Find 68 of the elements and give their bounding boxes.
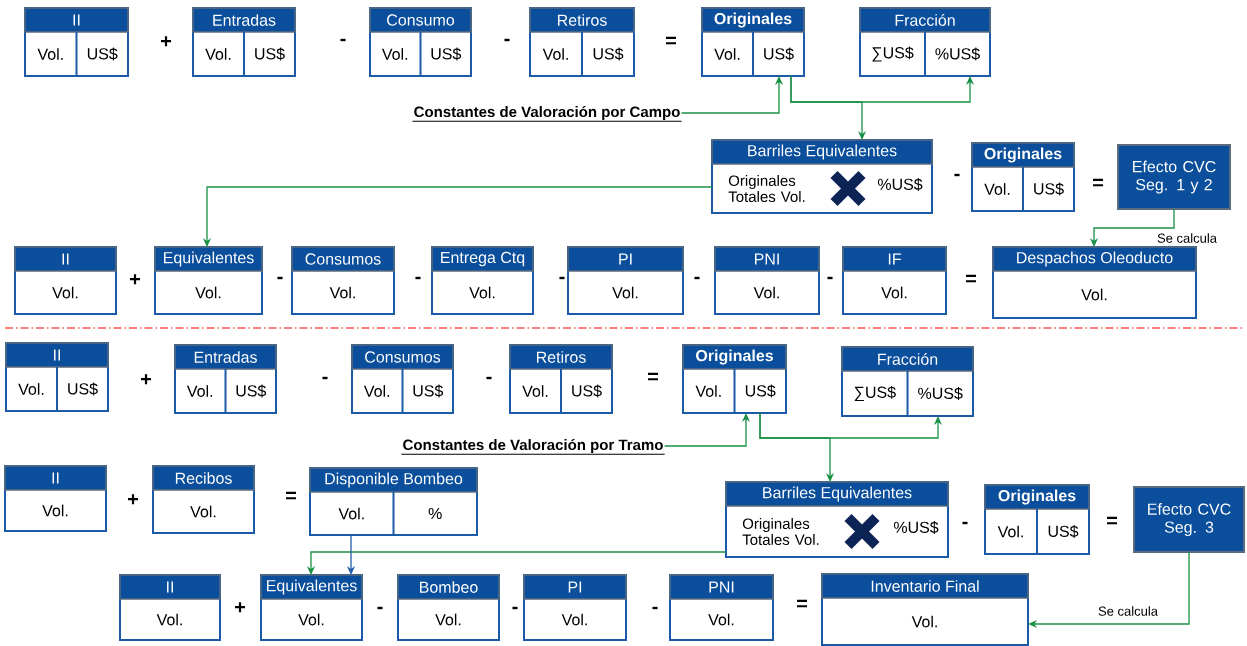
underlined-heading: Constantes de Valoración por Campo xyxy=(411,105,683,122)
value-table: Fracción ∑US$ %US$ xyxy=(841,346,974,417)
value-table: Fracción ∑US$ %US$ xyxy=(859,7,991,77)
value-table: PNI Vol. xyxy=(714,246,820,315)
value-table: II Vol. xyxy=(4,465,107,532)
value-table: Consumo Vol. US$ xyxy=(369,7,472,77)
operator-sign: = xyxy=(286,491,296,500)
operator-sign: - xyxy=(322,376,328,380)
value-table: IF Vol. xyxy=(842,246,947,315)
underlined-heading: Constantes de Valoración por Tramo xyxy=(400,438,666,455)
value-table: Despachos Oleoducto Vol. xyxy=(992,246,1197,319)
value-table: Originales Vol. US$ xyxy=(701,7,805,77)
operator-sign: - xyxy=(377,606,383,610)
operator-sign: - xyxy=(962,521,968,525)
value-table: Consumos Vol. US$ xyxy=(351,344,454,414)
value-table: Equivalentes Vol. xyxy=(154,246,263,315)
value-table: Originales Vol. US$ xyxy=(971,142,1075,212)
value-table: Retiros Vol. US$ xyxy=(529,7,635,77)
arrow xyxy=(790,75,867,140)
value-table: Equivalentes Vol. xyxy=(260,574,363,641)
value-table: II Vol. US$ xyxy=(5,342,109,412)
operator-sign: - xyxy=(277,276,283,280)
value-table: Entradas Vol. US$ xyxy=(174,344,277,414)
operator-sign: = xyxy=(1107,516,1118,525)
operator-sign: + xyxy=(130,274,141,285)
operator-sign: - xyxy=(340,38,346,42)
operator-sign: = xyxy=(797,599,807,608)
operator-sign: - xyxy=(486,376,492,380)
operator-sign: + xyxy=(141,374,152,385)
operator-sign: - xyxy=(827,276,833,280)
value-table: II Vol. xyxy=(119,574,221,641)
value-table: PI Vol. xyxy=(523,574,627,641)
result-box: Efecto CVC Seg. 1 y 2 xyxy=(1117,144,1231,210)
value-table: PNI Vol. xyxy=(669,574,774,641)
arrow xyxy=(1028,551,1190,629)
value-table: II Vol. xyxy=(14,246,117,315)
operator-sign: - xyxy=(559,276,565,280)
operator-sign: - xyxy=(652,606,658,610)
value-table: Entradas Vol. US$ xyxy=(192,7,296,77)
operator-sign: - xyxy=(415,276,421,280)
value-table: Entrega Ctq Vol. xyxy=(431,246,534,315)
value-table: PI Vol. xyxy=(567,246,684,315)
value-table: II Vol. US$ xyxy=(24,7,129,77)
operator-sign: = xyxy=(966,274,976,283)
value-table: Barriles Equivalentes Originales Totales Vol. %US$ xyxy=(725,481,949,558)
value-table: Originales Vol. US$ xyxy=(682,344,787,414)
value-table: Recibos Vol. xyxy=(152,465,255,534)
operator-sign: - xyxy=(504,38,510,42)
edge-label: Se calcula xyxy=(1156,232,1218,244)
value-table: Originales Vol. US$ xyxy=(984,484,1090,555)
operator-sign: - xyxy=(694,276,700,280)
value-table: Consumos Vol. xyxy=(291,246,395,315)
operator-sign: = xyxy=(1093,178,1104,187)
value-table: Bombeo Vol. xyxy=(397,574,500,641)
operator-sign: + xyxy=(128,494,139,505)
operator-sign: - xyxy=(512,606,518,610)
edge-label: Se calcula xyxy=(1097,605,1159,617)
value-table: Disponible Bombeo Vol. % xyxy=(309,467,478,536)
operator-sign: - xyxy=(954,173,960,177)
operator-sign: = xyxy=(666,36,676,45)
operator-sign: + xyxy=(235,602,246,613)
arrow xyxy=(759,412,835,482)
operator-sign: + xyxy=(161,36,172,47)
value-table: Barriles Equivalentes Originales Totales Vol. %US$ xyxy=(711,139,933,214)
result-box: Efecto CVC Seg. 3 xyxy=(1133,486,1245,553)
value-table: Retiros Vol. US$ xyxy=(509,344,613,414)
value-table: Inventario Final Vol. xyxy=(821,573,1029,646)
operator-sign: = xyxy=(648,372,658,381)
